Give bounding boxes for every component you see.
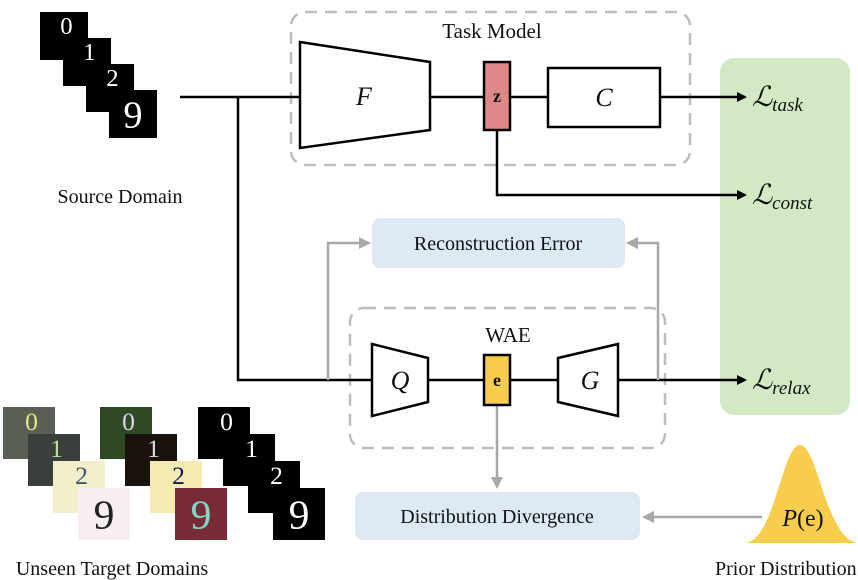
latent-e-label: e <box>493 370 501 390</box>
source-digit-image <box>109 90 157 138</box>
prior-distribution-curve <box>745 445 858 543</box>
source-domain-label: Source Domain <box>58 186 183 208</box>
source-digit-image-digit: 2 <box>106 65 118 92</box>
encoder-q <box>370 342 430 418</box>
loss-const: ℒconst <box>752 180 813 214</box>
target-digit-image-digit: 1 <box>50 434 63 463</box>
loss-task: ℒtask <box>752 82 803 116</box>
reconstruction-error-label: Reconstruction Error <box>414 233 583 255</box>
decoder-g-label: G <box>581 366 600 395</box>
source-digit-image-digit: 9 <box>123 94 142 136</box>
prior-label: P(e) <box>781 506 823 532</box>
target-digit-image-digit: 2 <box>172 461 185 490</box>
target-digit-image-digit: 2 <box>270 461 283 490</box>
task-model-box <box>289 10 692 167</box>
wae-title: WAE <box>485 323 531 347</box>
prior-distribution-label: Prior Distribution <box>715 558 857 580</box>
reconstruction-error-box <box>372 218 625 268</box>
target-digit-image-digit: 9 <box>289 492 310 538</box>
latent-e <box>482 353 512 407</box>
wae-box <box>348 306 667 450</box>
source-digit-image-digit: 1 <box>83 39 95 66</box>
distribution-divergence-label: Distribution Divergence <box>400 506 594 528</box>
target-digit-image-digit: 0 <box>122 407 135 436</box>
encoder-f <box>298 40 432 150</box>
latent-z-label: z <box>493 86 501 106</box>
target-digit-image-digit: 2 <box>75 461 88 490</box>
distribution-divergence-box <box>355 492 640 540</box>
loss-relax: ℒrelax <box>752 365 811 399</box>
latent-z <box>482 60 512 132</box>
target-digit-image-digit: 0 <box>220 407 233 436</box>
target-digit-image-digit: 0 <box>25 407 38 436</box>
loss-panel <box>720 58 850 415</box>
target-digit-image <box>78 488 130 540</box>
target-digit-stacks <box>3 407 325 540</box>
gray-arrows <box>326 237 762 523</box>
target-digit-image-digit: 1 <box>147 434 160 463</box>
decoder-g <box>556 342 620 418</box>
classifier-c-label: C <box>595 83 613 112</box>
unseen-target-domains-label: Unseen Target Domains <box>16 558 208 580</box>
classifier-c <box>546 66 662 129</box>
task-model-title: Task Model <box>442 19 542 43</box>
source-digit-image-digit: 0 <box>60 13 72 40</box>
encoder-f-label: F <box>355 82 373 111</box>
target-digit-image <box>175 488 227 540</box>
target-digit-image-digit: 1 <box>245 434 258 463</box>
target-digit-image-digit: 9 <box>94 492 115 538</box>
encoder-q-label: Q <box>391 366 410 395</box>
target-digit-image-digit: 9 <box>191 492 212 538</box>
target-digit-image <box>273 488 325 540</box>
source-digit-stack <box>40 12 157 138</box>
